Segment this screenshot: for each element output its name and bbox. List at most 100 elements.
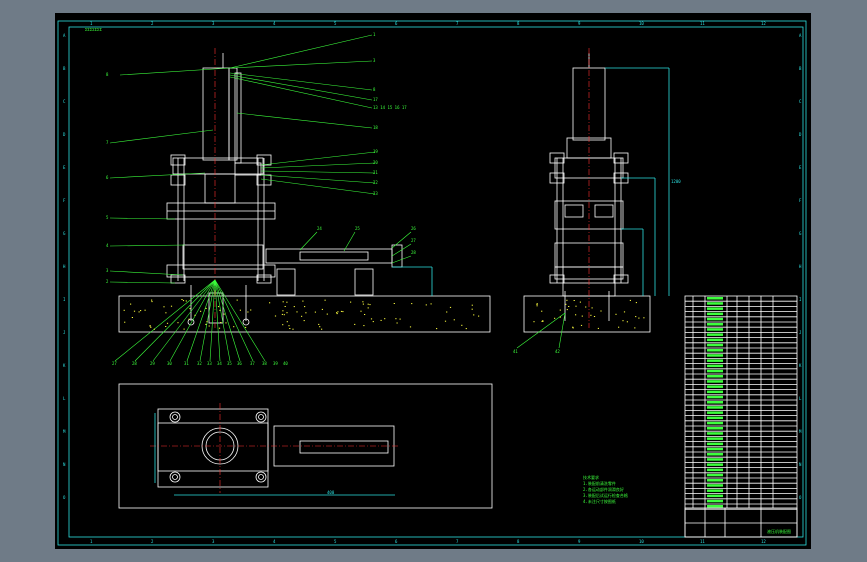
note-line: 3.装配后试运行检查合格 <box>583 492 628 498</box>
border-number: 9 <box>578 21 581 26</box>
callout-label: 22 <box>373 180 378 185</box>
callout-label: 41 <box>513 349 518 354</box>
concrete-texture <box>123 299 645 330</box>
callout-label: 35 <box>227 361 232 366</box>
cylinder-callout-labels: 24 25 26 27 28 <box>317 226 416 255</box>
border-letter: M <box>799 429 802 434</box>
border-letter: B <box>799 66 802 71</box>
note-line: 1.装配前清洗零件 <box>583 480 616 486</box>
border-letter: C <box>799 99 802 104</box>
border-number: 12 <box>761 539 766 544</box>
border-letter: D <box>799 132 802 137</box>
technical-notes: 技术要求1.装配前清洗零件2.各运动部件润滑良好3.装配后试运行检查合格4.未注… <box>583 474 628 504</box>
callout-label: 32 <box>197 361 202 366</box>
callout-label: 7 <box>106 140 109 145</box>
front-callout-labels-left: 8 7 6 5 4 3 2 <box>106 72 109 284</box>
border-number: 6 <box>395 21 398 26</box>
border-number: 8 <box>517 539 520 544</box>
border-letter: B <box>63 66 66 71</box>
border-number: 1 <box>90 21 93 26</box>
border-letter: D <box>63 132 66 137</box>
border-number: 2 <box>151 539 154 544</box>
callout-label: 1 <box>373 32 376 37</box>
title-block-label: 液压机装配图 <box>767 528 791 534</box>
border-number: 8 <box>517 21 520 26</box>
border-letter: G <box>63 231 66 236</box>
border-number: 11 <box>700 539 705 544</box>
callout-label: 27 <box>112 361 117 366</box>
callout-label: 8 <box>373 87 376 92</box>
dimension-label-plan: 400 <box>327 490 335 495</box>
border-letter: E <box>799 165 802 170</box>
border-letter: H <box>799 264 802 269</box>
title-stamp: ΣΣΣΣΣΣΣ <box>85 27 102 32</box>
base-plate <box>166 264 276 278</box>
callout-label: 4 <box>106 243 109 248</box>
border-number: 12 <box>761 21 766 26</box>
border-letter: K <box>63 363 66 368</box>
callout-label: 6 <box>106 175 109 180</box>
border-letter: J <box>63 330 65 335</box>
border-number: 10 <box>639 21 644 26</box>
callout-label: 40 <box>283 361 288 366</box>
callout-label: 28 <box>132 361 137 366</box>
border-number: 11 <box>700 21 705 26</box>
callout-label: 2 <box>106 279 109 284</box>
dimension-label-height: 1200 <box>671 179 681 184</box>
callout-label: 3 <box>106 268 109 273</box>
callout-label: 42 <box>555 349 560 354</box>
border-number: 5 <box>334 21 337 26</box>
side-callout-labels: 41 42 <box>513 349 560 354</box>
front-view <box>118 48 491 333</box>
plan-view <box>118 383 493 509</box>
parts-list-table <box>684 295 798 538</box>
border-letter: I <box>63 297 66 302</box>
border-number: 9 <box>578 539 581 544</box>
border-letter: E <box>63 165 66 170</box>
border-number: 4 <box>273 21 276 26</box>
callout-label: 8 <box>106 72 109 77</box>
callout-label: 3 <box>373 58 376 63</box>
plan-base-plate <box>157 408 269 488</box>
border-letter: M <box>63 429 66 434</box>
border-number: 7 <box>456 21 459 26</box>
callout-label: 5 <box>106 215 109 220</box>
callout-label: 33 <box>207 361 212 366</box>
border-number: 6 <box>395 539 398 544</box>
border-letter: G <box>799 231 802 236</box>
side-concrete-base <box>523 295 651 333</box>
border-number: 10 <box>639 539 644 544</box>
border-letter: L <box>799 396 802 401</box>
border-letter: N <box>799 462 802 467</box>
callout-label: 24 <box>317 226 322 231</box>
callout-label: 25 <box>355 226 360 231</box>
callout-label: 31 <box>184 361 189 366</box>
border-letter: A <box>799 33 802 38</box>
border-number: 3 <box>212 539 215 544</box>
inner-border <box>68 26 804 538</box>
border-number: 4 <box>273 539 276 544</box>
callout-label: 19 <box>373 149 378 154</box>
callout-label: 28 <box>411 250 416 255</box>
plan-outline <box>118 383 493 509</box>
side-cylinder <box>265 248 393 264</box>
border-letter: F <box>799 198 802 203</box>
callout-label: 18 <box>373 125 378 130</box>
callout-label: 27 <box>411 238 416 243</box>
outer-border <box>57 20 807 546</box>
border-letter: F <box>63 198 66 203</box>
callout-label: 39 <box>273 361 278 366</box>
callout-label: 21 <box>373 170 378 175</box>
callout-label: 36 <box>237 361 242 366</box>
callout-label: 34 <box>217 361 222 366</box>
callout-label: 37 <box>250 361 255 366</box>
callout-label: 20 <box>373 160 378 165</box>
callout-label: 26 <box>411 226 416 231</box>
border-letter: I <box>799 297 802 302</box>
border-letter: C <box>63 99 66 104</box>
